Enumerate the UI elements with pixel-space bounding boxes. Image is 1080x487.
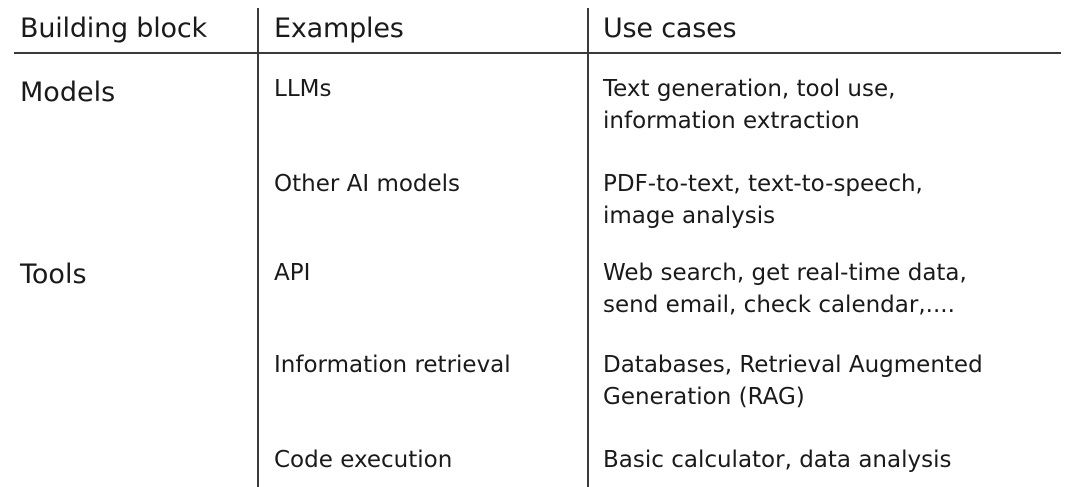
- use-case-line: information extraction: [603, 108, 860, 134]
- use-case-line: PDF-to-text, text-to-speech,: [603, 171, 923, 197]
- use-case-cell: Web search, get real-time data, send ema…: [603, 257, 1073, 321]
- use-case-line: Generation (RAG): [603, 384, 805, 410]
- block-models: Models: [20, 77, 116, 108]
- use-case-cell: Text generation, tool use, information e…: [603, 73, 1073, 137]
- example-cell: LLMs: [274, 76, 332, 102]
- use-case-line: Basic calculator, data analysis: [603, 447, 952, 473]
- header-use-cases: Use cases: [603, 13, 737, 44]
- example-cell: API: [274, 260, 311, 286]
- use-case-line: Databases, Retrieval Augmented: [603, 352, 983, 378]
- use-case-line: Web search, get real-time data,: [603, 260, 967, 286]
- use-case-line: image analysis: [603, 203, 776, 229]
- use-case-cell: PDF-to-text, text-to-speech, image analy…: [603, 168, 1073, 232]
- column-divider: [587, 8, 589, 487]
- use-case-line: send email, check calendar,....: [603, 292, 955, 318]
- use-case-cell: Basic calculator, data analysis: [603, 444, 1073, 476]
- example-cell: Code execution: [274, 447, 453, 473]
- example-cell: Other AI models: [274, 171, 461, 197]
- use-case-line: Text generation, tool use,: [603, 76, 896, 102]
- column-divider: [257, 8, 259, 487]
- example-cell: Information retrieval: [274, 352, 511, 378]
- header-divider: [14, 52, 1061, 54]
- use-case-cell: Databases, Retrieval Augmented Generatio…: [603, 349, 1073, 413]
- header-building-block: Building block: [20, 13, 207, 44]
- header-examples: Examples: [274, 13, 404, 44]
- block-tools: Tools: [20, 259, 87, 290]
